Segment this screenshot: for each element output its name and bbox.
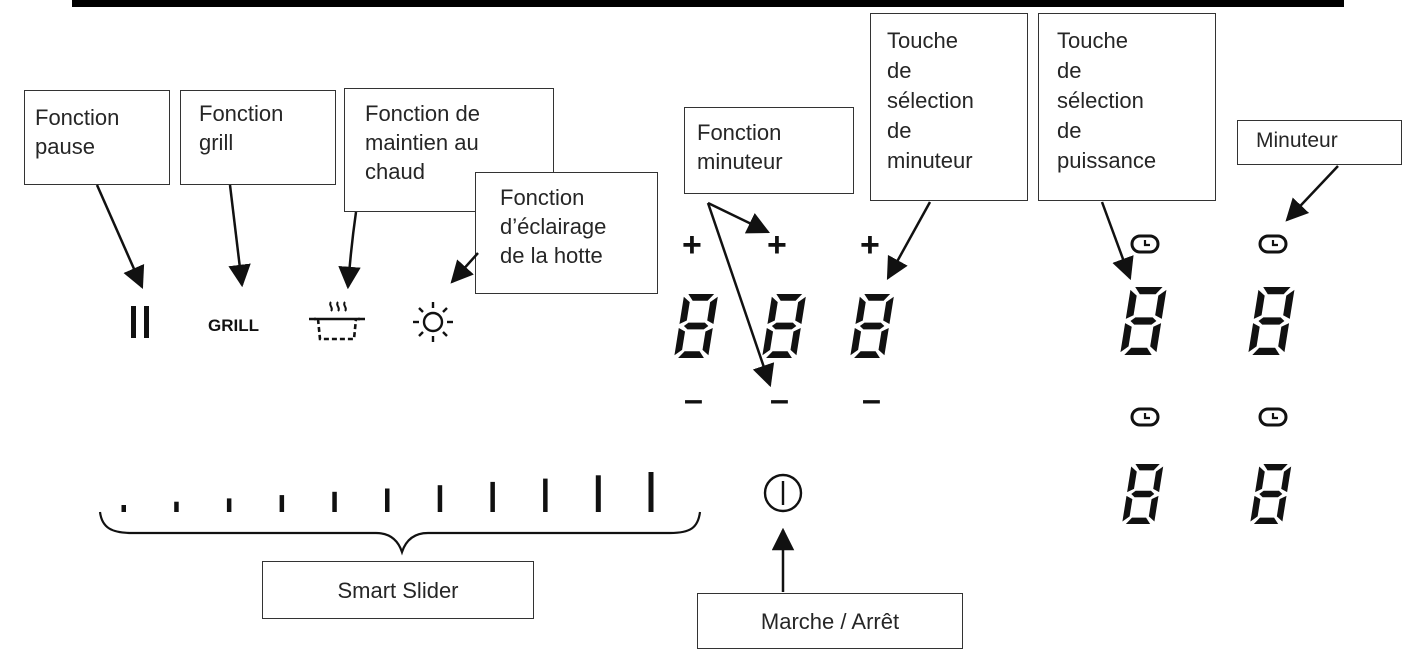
pot-icon[interactable] <box>309 301 365 341</box>
digit-zone-5 <box>1248 287 1295 355</box>
power-icon[interactable] <box>763 473 803 513</box>
seven-segment-displays <box>674 287 1295 524</box>
slider-level-10[interactable] <box>595 475 601 512</box>
digit-zone-2 <box>762 294 806 358</box>
arrow-grill <box>228 184 251 288</box>
slider-level-5[interactable] <box>332 491 337 512</box>
plus-key-2[interactable]: + <box>767 226 787 264</box>
label-hood-light-function: Fonction d’éclairage de la hotte <box>475 172 658 294</box>
minus-key-1[interactable]: – <box>684 381 703 419</box>
digit-zone-1 <box>674 294 718 358</box>
slider-level-3[interactable] <box>226 498 232 512</box>
label-pause-function: Fonction pause <box>24 90 170 185</box>
leader-arrows <box>95 165 1339 592</box>
digit-zone-4 <box>1120 287 1167 355</box>
slider-level-2[interactable] <box>174 501 179 512</box>
label-power-select-key: Touche de sélection de puissance <box>1038 13 1216 201</box>
sun-icon[interactable] <box>413 302 453 342</box>
arrow-timer-select <box>886 201 932 280</box>
grill-key-label[interactable]: GRILL <box>208 316 259 335</box>
minus-key-2[interactable]: – <box>770 381 789 419</box>
smart-slider-bars[interactable] <box>121 472 654 513</box>
label-timer-select-key: Touche de sélection de minuteur <box>870 13 1028 201</box>
label-timer: Minuteur <box>1237 120 1402 165</box>
arrow-pause <box>95 184 145 290</box>
arrow-timer-minus <box>706 202 775 388</box>
plus-key-3[interactable]: + <box>860 226 880 264</box>
clock-icon <box>1258 234 1288 254</box>
top-rule <box>72 0 1344 7</box>
slider-level-11[interactable] <box>648 472 654 512</box>
slider-level-1[interactable] <box>121 505 127 512</box>
label-smart-slider: Smart Slider <box>262 561 534 619</box>
slider-level-4[interactable] <box>279 495 285 512</box>
slider-brace <box>98 511 702 556</box>
arrow-timer <box>1285 165 1339 222</box>
arrow-warm <box>338 211 361 290</box>
digit-zone-6 <box>1122 464 1164 524</box>
label-timer-function: Fonction minuteur <box>684 107 854 194</box>
arrow-power-select <box>1100 201 1134 281</box>
timer-clock-icons <box>1130 234 1288 427</box>
pause-icon[interactable] <box>131 306 149 338</box>
digit-zone-7 <box>1250 464 1292 524</box>
clock-icon <box>1130 234 1160 254</box>
arrow-timer-plus <box>707 201 771 234</box>
clock-icon <box>1258 407 1288 427</box>
label-grill-function: Fonction grill <box>180 90 336 185</box>
digit-zone-3 <box>850 294 894 358</box>
slider-level-8[interactable] <box>490 481 495 512</box>
label-on-off: Marche / Arrêt <box>697 593 963 649</box>
slider-level-6[interactable] <box>385 488 390 513</box>
minus-key-3[interactable]: – <box>862 381 881 419</box>
label-keep-warm-function: Fonction de maintien au chaud <box>344 88 554 212</box>
arrow-light <box>450 252 479 284</box>
clock-icon <box>1130 407 1160 427</box>
slider-level-9[interactable] <box>543 478 548 512</box>
plus-key-1[interactable]: + <box>682 226 702 264</box>
slider-level-7[interactable] <box>437 485 443 512</box>
